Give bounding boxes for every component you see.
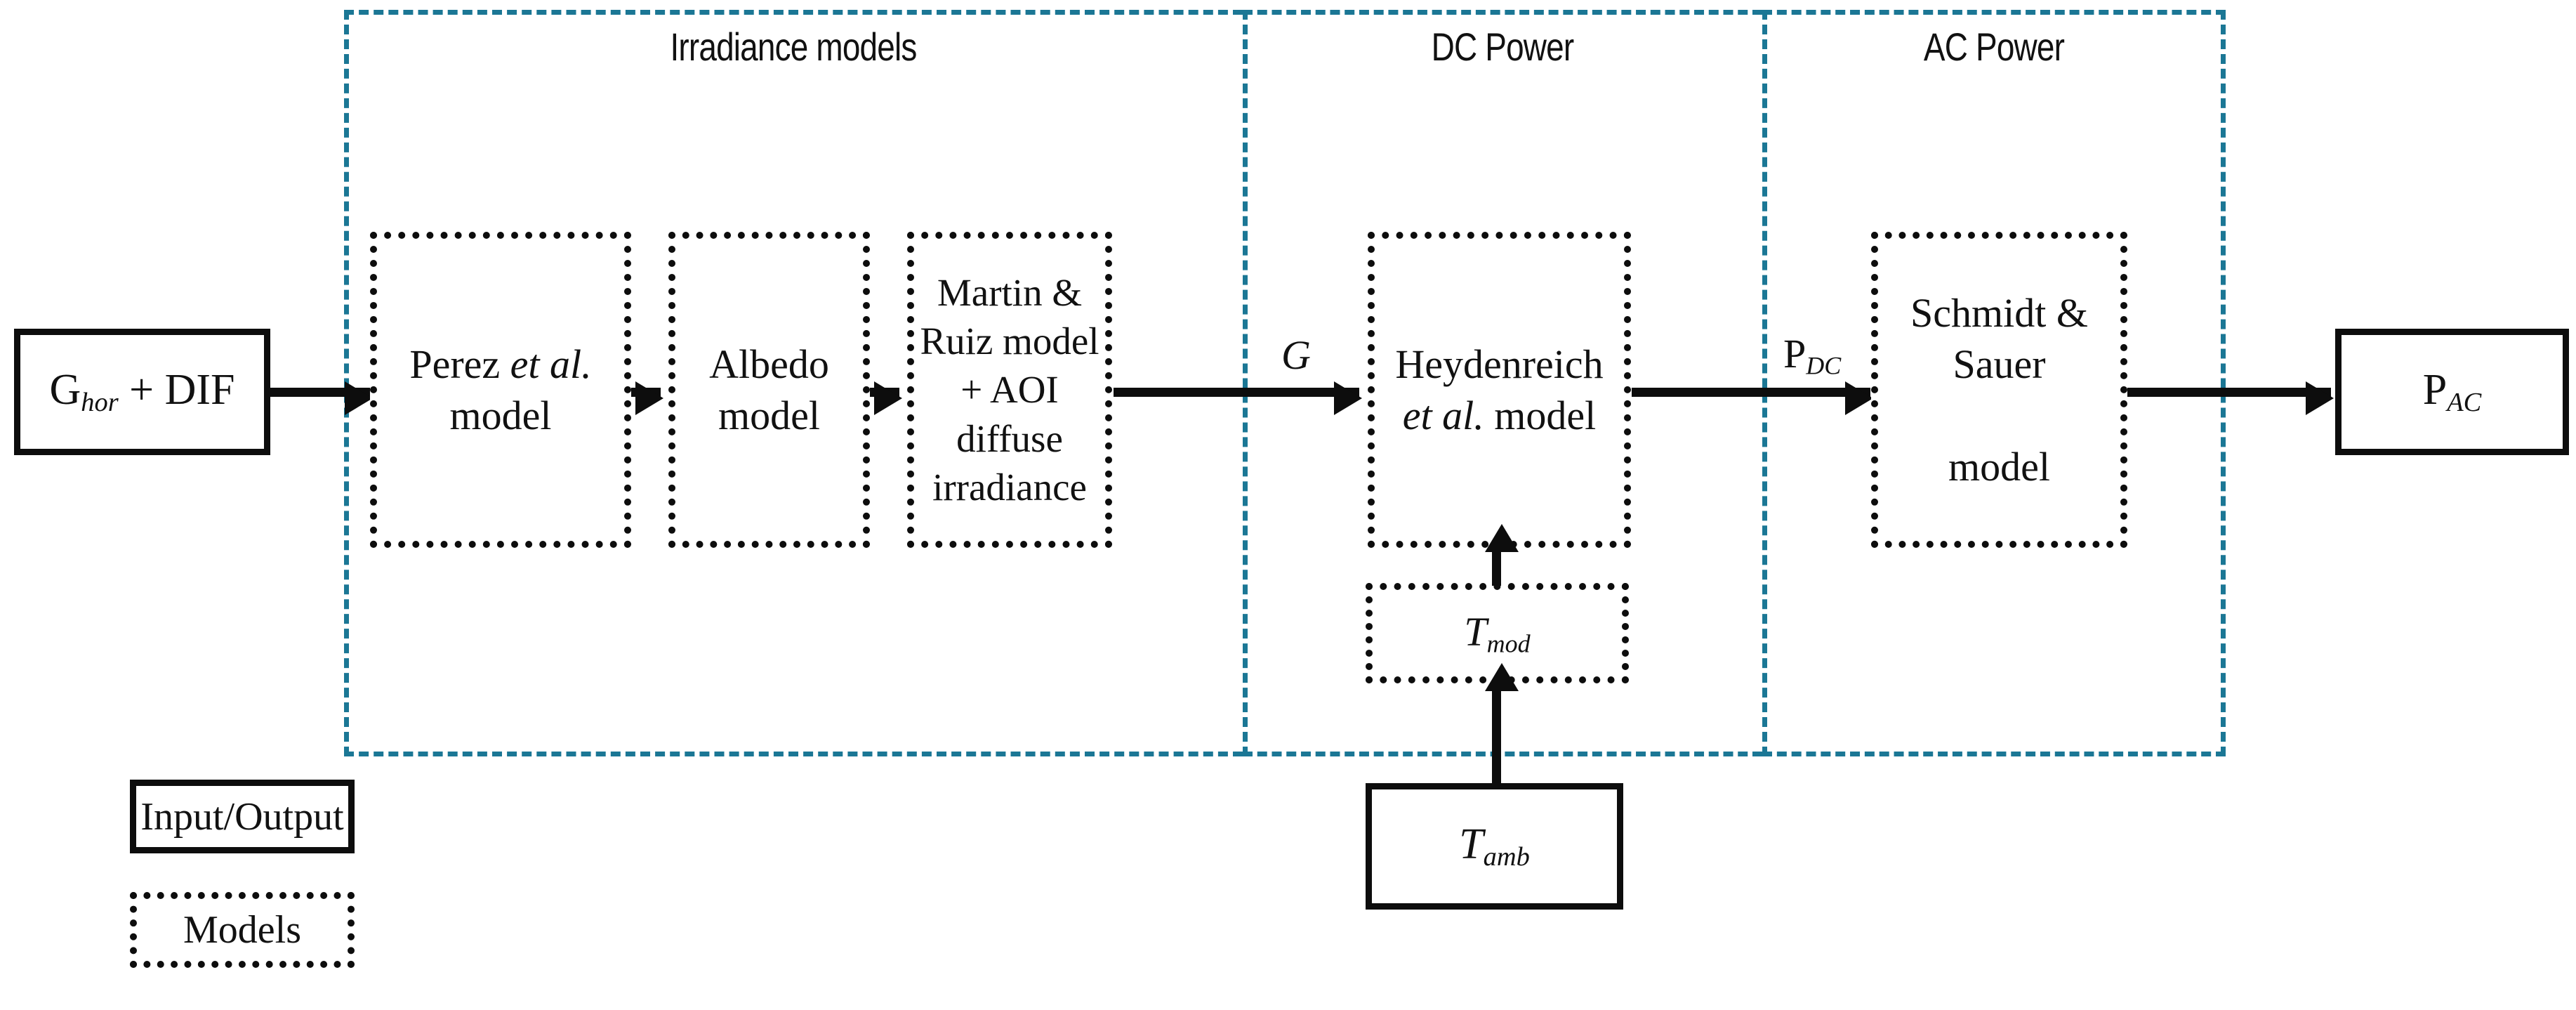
perez-line1-italic: et al. [510,341,592,387]
arrow-tmod-to-heydenreich [1485,524,1519,586]
group-title-dc-power: DC Power [1431,25,1575,69]
arrow-tamb-to-tmod [1485,663,1519,785]
node-model-martin-ruiz-label: Martin & Ruiz model + AOI diffuse irradiance [918,268,1101,511]
node-model-schmidt-sauer[interactable]: Schmidt & Sauer model [1871,232,2127,548]
tamb-subscript: amb [1483,841,1530,872]
ghor-main: G [49,365,81,414]
martin-line2: Ruiz model [920,320,1099,363]
tmod-subscript: mod [1486,629,1531,658]
legend-item-models-label: Models [183,908,301,952]
node-model-heydenreich-label: Heydenreich et al. model [1379,339,1620,441]
group-container-dc-power [1243,10,1762,756]
pac-subscript: AC [2447,387,2482,417]
edge-label-g-text: G [1281,332,1311,378]
edge-label-pdc: PDC [1783,330,1841,380]
edge-label-pdc-main: P [1783,331,1806,376]
heyden-line2-plain: model [1484,393,1597,438]
perez-line1-plain: Perez [409,341,510,387]
legend-item-input-output: Input/Output [130,780,355,853]
albedo-line1: Albedo [709,341,829,387]
node-model-tmod-label: Tmod [1377,606,1618,660]
group-container-ac-power [1762,10,2226,756]
node-input-tamb[interactable]: Tamb [1366,783,1623,910]
group-title-irradiance-models: Irradiance models [670,25,917,69]
node-model-perez-label: Perez et al. model [381,339,620,441]
arrow-schmidt-sauer-to-pac [2127,381,2334,415]
martin-line4: diffuse [956,417,1063,460]
pac-main: P [2422,365,2448,414]
arrow-heydenreich-to-schmidt-sauer [1632,381,1873,415]
perez-line2: model [449,393,552,438]
schmidt-line1: Schmidt & [1910,289,2088,336]
node-input-tamb-label: Tamb [1372,820,1617,872]
heyden-line1: Heydenreich [1395,341,1604,387]
arrow-albedo-to-martin-ruiz [870,381,902,415]
node-output-pac[interactable]: PAC [2335,329,2569,455]
group-title-ac-power: AC Power [1923,25,2065,69]
tmod-main: T [1464,609,1487,655]
node-model-schmidt-sauer-label: Schmidt & Sauer model [1882,287,2116,492]
legend-item-input-output-label: Input/Output [140,794,344,839]
node-model-heydenreich[interactable]: Heydenreich et al. model [1368,232,1631,548]
ghor-rest: + DIF [118,365,235,414]
schmidt-line3: model [1948,444,2050,490]
edge-label-pdc-subscript: DC [1806,351,1842,380]
arrow-perez-to-albedo [631,381,663,415]
node-input-ghor-dif[interactable]: Ghor + DIF [14,329,270,455]
martin-line5: irradiance [932,465,1087,509]
albedo-line2: model [718,393,820,438]
node-model-martin-ruiz[interactable]: Martin & Ruiz model + AOI diffuse irradiance [907,232,1112,548]
martin-line3: + AOI [960,368,1059,412]
node-input-ghor-dif-label: Ghor + DIF [20,366,264,418]
heyden-line2-italic: et al. [1402,393,1484,438]
arrow-martin-ruiz-to-heydenreich [1114,381,1362,415]
schmidt-line2: Sauer [1953,341,2046,387]
edge-label-g: G [1281,332,1311,379]
arrow-input-to-perez [270,381,373,415]
node-model-albedo-label: Albedo model [680,339,859,441]
martin-line1: Martin & [937,270,1083,314]
node-model-perez[interactable]: Perez et al. model [370,232,631,548]
node-output-pac-label: PAC [2341,366,2563,418]
ghor-subscript: hor [81,387,119,417]
legend-item-models: Models [130,892,355,968]
node-model-albedo[interactable]: Albedo model [668,232,870,548]
tamb-main: T [1459,820,1484,868]
